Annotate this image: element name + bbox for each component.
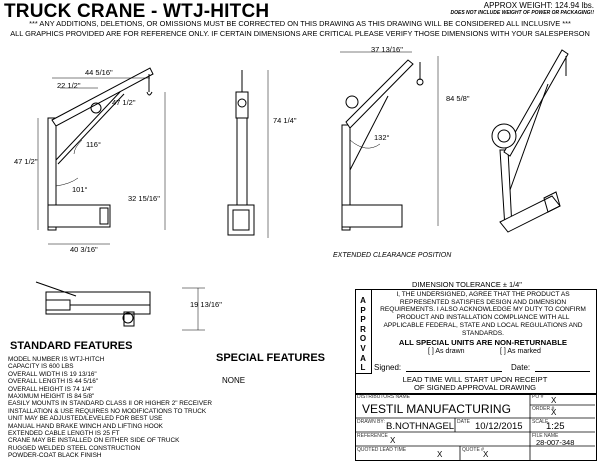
- list-item: INSTALLATION & USE REQUIRES NO MODIFICAT…: [8, 407, 207, 415]
- dim-overall-height: 74 1/4": [273, 116, 297, 125]
- po-label: PO #: [532, 394, 544, 400]
- title-block: [355, 393, 597, 461]
- standard-features-heading: STANDARD FEATURES: [10, 340, 133, 352]
- list-item: POWDER-COAT BLACK FINISH: [8, 452, 102, 460]
- dim-base-width: 40 3/16": [70, 245, 98, 254]
- clearance-view-drawing: [340, 51, 439, 231]
- lead-time-line-1: LEAD TIME WILL START UPON RECEIPT: [402, 375, 548, 384]
- special-features-value: NONE: [222, 376, 246, 385]
- dim-plan-width: 19 13/16": [190, 300, 222, 309]
- front-view-drawing: [227, 70, 269, 238]
- order-label: ORDER #: [532, 406, 555, 412]
- isometric-view-drawing: [491, 49, 569, 233]
- notice-line-2: ALL GRAPHICS PROVIDED ARE FOR REFERENCE …: [10, 29, 590, 38]
- distributor-label: DISTRIBUTORS NAME: [357, 394, 410, 400]
- reference-label: REFERENCE: [357, 433, 388, 439]
- clearance-caption: EXTENDED CLEARANCE POSITION: [333, 252, 452, 259]
- list-item: UNIT MAY BE ADJUSTED/LEVELED FOR BEST US…: [8, 415, 163, 423]
- distributor-value: VESTIL MANUFACTURING: [362, 402, 511, 416]
- date-line[interactable]: [535, 371, 590, 372]
- date-field-label: DATE: [457, 419, 470, 425]
- po-value: X: [551, 396, 557, 405]
- drawing-title: TRUCK CRANE - WTJ-HITCH: [4, 1, 270, 22]
- list-item: MAXIMUM HEIGHT IS 84 5/8": [8, 393, 95, 401]
- list-item: EASILY MOUNTS IN STANDARD CLASS II OR HI…: [8, 400, 212, 408]
- quoted-lead-time-value: X: [437, 450, 443, 459]
- dim-boom-offset: 22 1/2": [57, 81, 81, 90]
- scale-value: 1:25: [546, 421, 565, 432]
- list-item: MANUAL HAND BRAKE WINCH AND LIFTING HOOK: [8, 422, 163, 430]
- dimension-tolerance: DIMENSION TOLERANCE ± 1/4": [412, 280, 522, 289]
- side-view-drawing: [37, 67, 166, 245]
- list-item: OVERALL WIDTH IS 19 13/16": [8, 370, 97, 378]
- special-features-heading: SPECIAL FEATURES: [216, 352, 325, 364]
- dim-max-height: 84 5/8": [446, 94, 470, 103]
- approval-vertical-label: APPROVAL: [359, 296, 367, 373]
- dim-boom-end: 47 1/2": [112, 98, 136, 107]
- file-name-label: FILE NAME: [532, 433, 559, 439]
- reference-value: X: [390, 436, 396, 445]
- list-item: OVERALL LENGTH IS 44 5/16": [8, 378, 99, 386]
- list-item: EXTENDED CABLE LENGTH IS 25 FT: [8, 430, 120, 438]
- drawn-by-label: DRAWN BY:: [357, 419, 385, 425]
- dim-clearance-angle: 132°: [374, 133, 390, 142]
- weight-note: DOES NOT INCLUDE WEIGHT OF POWER OR PACK…: [450, 10, 594, 16]
- lead-time-line-2: OF SIGNED APPROVAL DRAWING: [413, 383, 537, 392]
- list-item: MODEL NUMBER IS WTJ-HITCH: [8, 356, 105, 363]
- quote-number-value: X: [483, 450, 489, 459]
- approval-box: [355, 289, 597, 395]
- as-drawn-option[interactable]: [ ] As drawn: [428, 348, 465, 355]
- drawn-by-value: B.NOTHNAGEL: [386, 421, 455, 432]
- as-marked-option[interactable]: [ ] As marked: [500, 348, 541, 355]
- date-label: Date:: [511, 363, 531, 372]
- dim-boom-angle: 116°: [86, 140, 101, 149]
- approval-label-cell: [355, 289, 372, 374]
- scale-label: SCALE: [532, 419, 549, 425]
- quoted-lead-time-label: QUOTED LEAD TIME: [357, 447, 407, 453]
- quote-number-label: QUOTE #: [462, 447, 484, 453]
- list-item: CAPACITY IS 600 LBS: [8, 363, 74, 371]
- plan-view-drawing: [35, 281, 205, 331]
- signature-line[interactable]: [406, 371, 502, 372]
- date-field-value: 10/12/2015: [475, 421, 523, 432]
- signed-label: Signed:: [374, 363, 402, 372]
- standard-features-list: MODEL NUMBER IS WTJ-HITCH CAPACITY IS 60…: [8, 356, 212, 460]
- dim-mast-angle: 101°: [72, 185, 88, 194]
- list-item: CRANE MAY BE INSTALLED ON EITHER SIDE OF…: [8, 437, 180, 445]
- approx-weight: APPROX WEIGHT: 124.94 lbs.: [483, 1, 594, 10]
- file-name-value: 28-007-348: [536, 438, 575, 447]
- dim-top-width-right: 37 13/16": [371, 45, 403, 54]
- list-item: OVERALL HEIGHT IS 74 1/4": [8, 385, 93, 393]
- list-item: RUGGED WELDED STEEL CONSTRUCTION: [8, 444, 141, 452]
- dim-width-top: 44 5/16": [85, 68, 113, 77]
- dim-mast-height: 32 15/16": [128, 194, 160, 203]
- non-returnable-notice: ALL SPECIAL UNITS ARE NON-RETURNABLE: [398, 338, 568, 347]
- notice-line-1: *** ANY ADDITIONS, DELETIONS, OR OMISSIO…: [29, 19, 571, 28]
- approval-statement: I, THE UNDERSIGNED, AGREE THAT THE PRODU…: [380, 291, 586, 337]
- dim-height-left: 47 1/2": [14, 157, 38, 166]
- order-value: X: [551, 408, 557, 417]
